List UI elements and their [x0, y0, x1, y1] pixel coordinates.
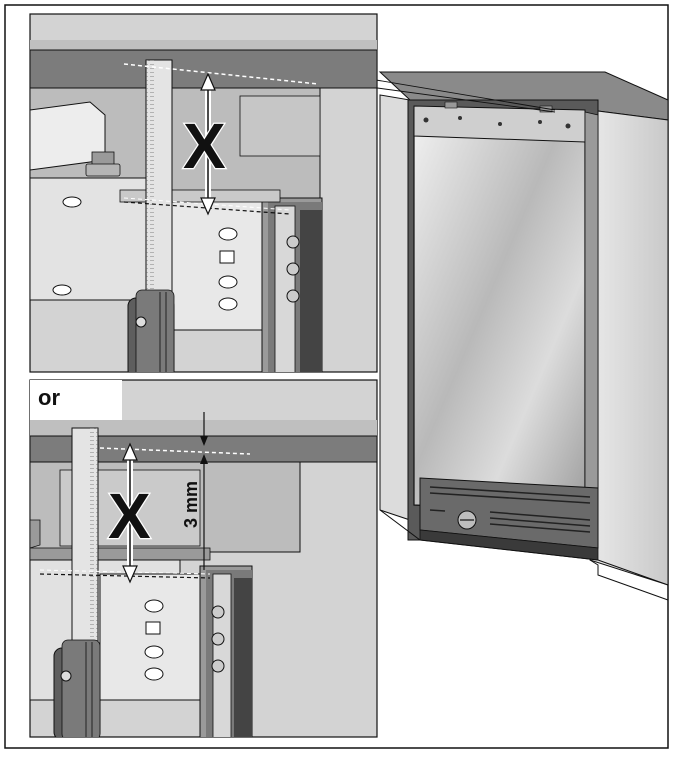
label-x-top: X: [183, 110, 226, 182]
callout-line: [375, 79, 556, 111]
overview-appliance: [378, 71, 669, 601]
label-or: or: [38, 385, 60, 410]
detail-panel-bottom: [29, 379, 378, 738]
label-x-bottom: X: [108, 480, 151, 552]
detail-panel-top: [29, 13, 378, 373]
label-gap-3mm: 3 mm: [181, 481, 201, 528]
